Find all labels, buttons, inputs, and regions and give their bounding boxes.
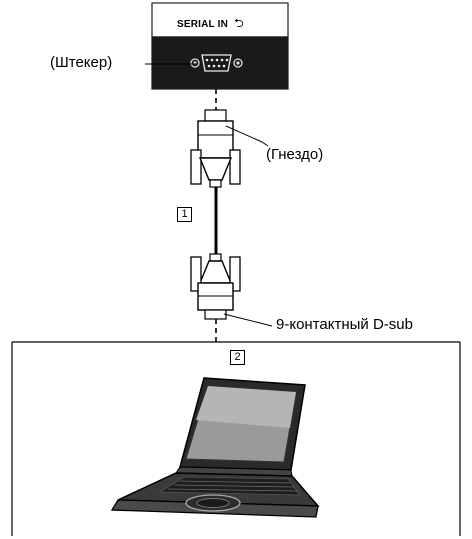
bottom-connector bbox=[190, 253, 241, 320]
port-label: SERIAL IN ⮌ bbox=[177, 14, 244, 35]
socket-leader-line bbox=[225, 125, 263, 143]
laptop-icon bbox=[110, 377, 320, 518]
screw-right-icon bbox=[233, 58, 243, 68]
display-panel bbox=[151, 2, 289, 90]
connector-leader-line bbox=[223, 313, 273, 327]
computer-frame bbox=[11, 341, 461, 536]
serial-in-arrow-icon: ⮌ bbox=[234, 16, 244, 30]
plug-label: (Штекер) bbox=[50, 54, 113, 71]
port-label-text: SERIAL IN bbox=[177, 19, 229, 30]
connector-label: 9-контактный D-sub bbox=[276, 316, 413, 333]
serial-port bbox=[201, 54, 232, 72]
screw-left-icon bbox=[190, 58, 200, 68]
top-connector bbox=[190, 109, 241, 188]
computer-callout: 2 bbox=[230, 350, 245, 365]
cable-callout: 1 bbox=[177, 207, 192, 222]
socket-label: (Гнездо) bbox=[266, 146, 324, 163]
